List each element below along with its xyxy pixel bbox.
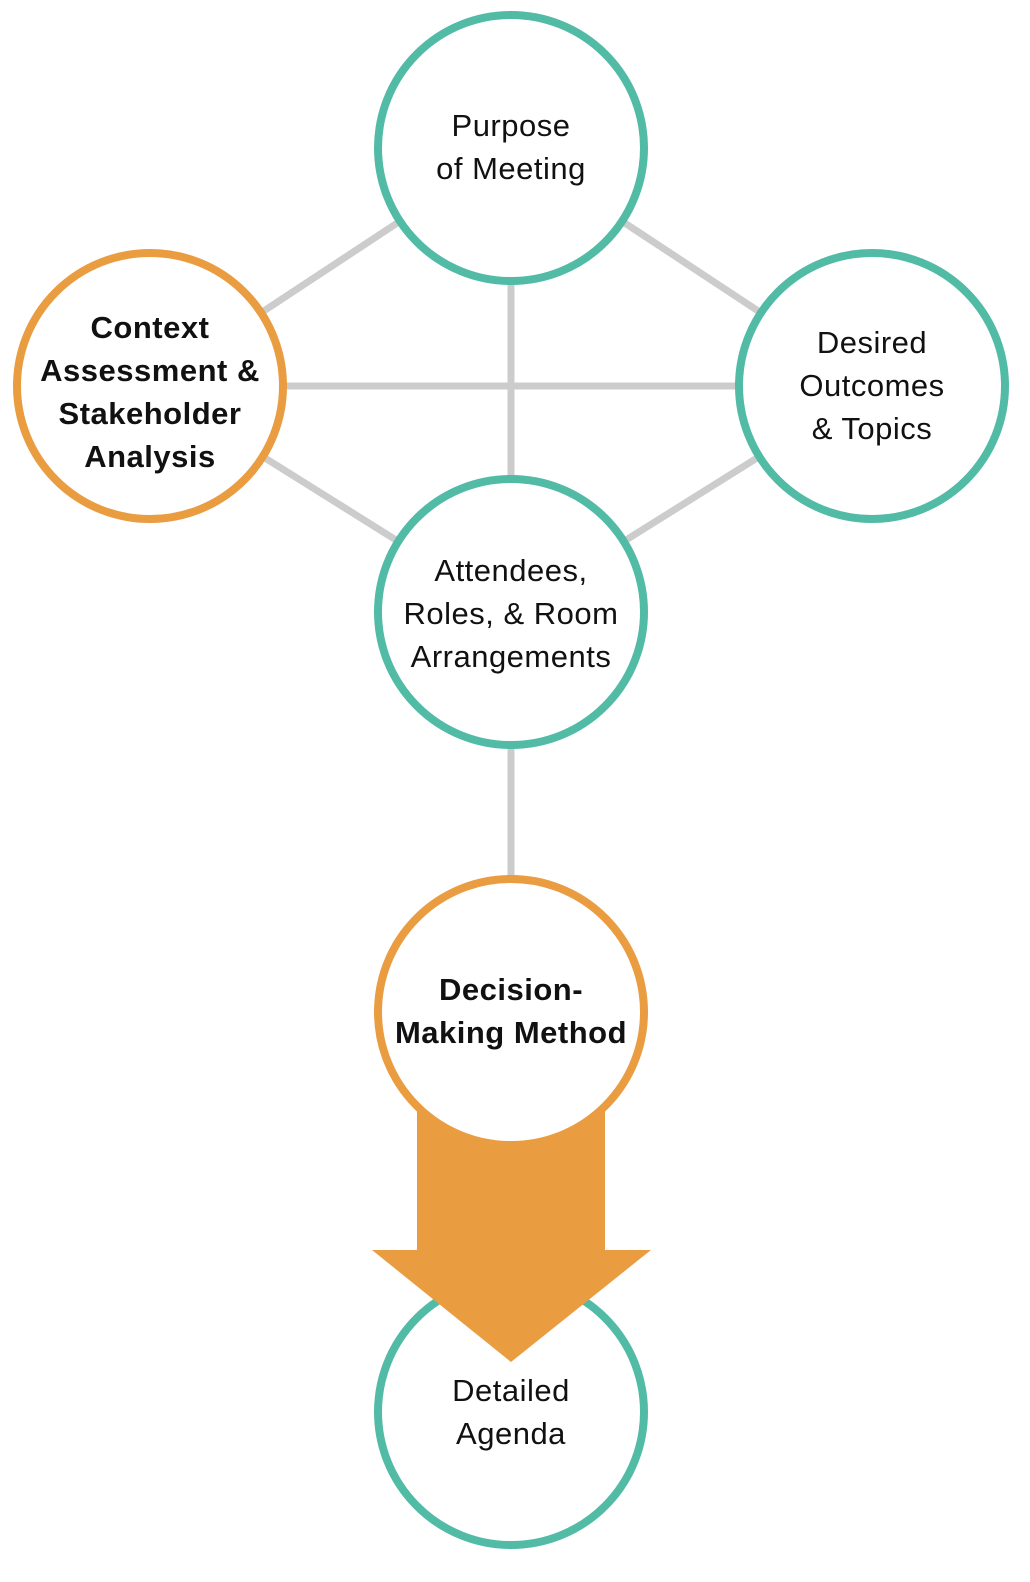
node-agenda-label: Detailed Agenda — [391, 1369, 631, 1455]
agenda-line-1: Detailed — [452, 1373, 570, 1408]
attendees-line-1: Attendees, — [434, 552, 588, 588]
purpose-line-1: Purpose — [451, 108, 571, 143]
node-decision-label: Decision- Making Method — [371, 968, 651, 1054]
agenda-line-2: Agenda — [456, 1416, 566, 1451]
context-line-4: Analysis — [84, 439, 216, 474]
desired-line-3: & Topics — [811, 410, 933, 446]
desired-line-2: Outcomes — [799, 367, 945, 403]
node-purpose-circle — [374, 11, 648, 285]
context-line-2: Assessment & — [40, 353, 260, 388]
attendees-line-3: Arrangements — [410, 638, 612, 674]
purpose-line-2: of Meeting — [436, 151, 586, 186]
node-context-circle — [13, 249, 287, 523]
node-attendees-circle — [374, 475, 648, 749]
context-line-3: Stakeholder — [58, 396, 242, 431]
node-desired-circle — [735, 249, 1009, 523]
flow-arrow — [372, 1080, 651, 1362]
node-desired-label: Desired Outcomes & Topics — [752, 320, 992, 450]
attendees-line-2: Roles, & Room — [403, 595, 619, 631]
node-context-label: Context Assessment & Stakeholder Analysi… — [20, 306, 280, 478]
node-attendees-label: Attendees, Roles, & Room Arrangements — [381, 548, 641, 678]
node-purpose-label: Purpose of Meeting — [391, 104, 631, 190]
desired-line-1: Desired — [816, 324, 928, 360]
context-line-1: Context — [90, 310, 210, 345]
decision-line-2: Making Method — [394, 1015, 628, 1050]
decision-line-1: Decision- — [438, 972, 584, 1007]
node-decision-circle — [374, 875, 648, 1149]
